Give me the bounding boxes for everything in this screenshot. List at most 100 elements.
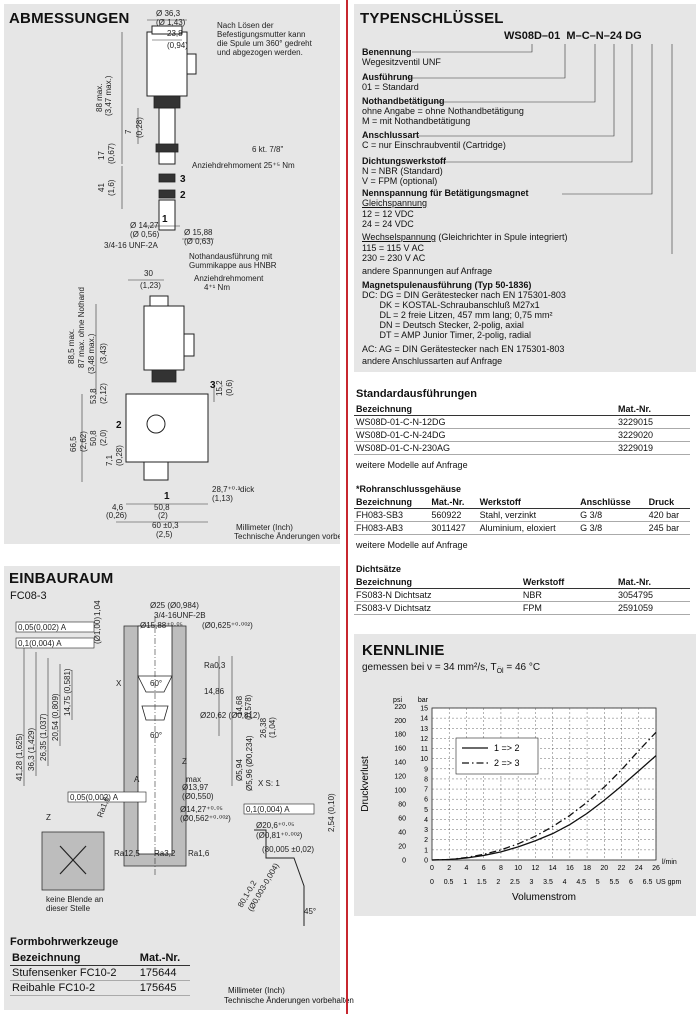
- rohr-note: weitere Modelle auf Anfrage: [356, 540, 468, 550]
- dim-287: 28,7⁺⁰·³: [212, 485, 241, 494]
- dim-a: A: [134, 775, 140, 784]
- z-note-1: keine Blende an: [46, 895, 103, 904]
- x2-tick-label: 3: [530, 879, 534, 886]
- footer-abm-1: Millimeter (Inch): [236, 523, 293, 532]
- formbohr-table: Bezeichnung Mat.-Nr. Stufensenker FC10-2…: [10, 951, 190, 996]
- y2-tick-label: 60: [398, 816, 406, 823]
- rohr-title: *Rohranschlussgehäuse: [356, 484, 462, 494]
- abmessungen-title: ABMESSUNGEN: [9, 10, 130, 27]
- x2-tick-label: 6.5: [643, 879, 653, 886]
- magnet-line3: DL = 2 freie Litzen, 457 mm lang; 0,75 m…: [362, 310, 553, 320]
- port-3-lower: 3: [210, 380, 216, 391]
- magnet-line6: AC: AG = DIN Gerätestecker nach EN 17530…: [362, 344, 565, 354]
- dim-665-in: (2,62): [79, 431, 88, 452]
- tol-3: 0,05(0,002) A: [70, 793, 119, 802]
- x-tick-label: 26: [652, 865, 660, 872]
- dim-v1468: 14,68: [235, 695, 244, 716]
- dim-508b-in: (2): [158, 511, 168, 520]
- ausfuehrung-head: Ausführung: [362, 72, 413, 82]
- dim-88-in: (3,47 max.): [104, 75, 113, 116]
- nothand-line1: ohne Angabe = ohne Nothandbetätigung: [362, 106, 524, 116]
- x2-tick-label: 5: [596, 879, 600, 886]
- torque2-1: Anziehdrehmoment: [194, 274, 264, 283]
- dim-x: X: [116, 679, 122, 688]
- typenschluessel-title: TYPENSCHLÜSSEL: [360, 10, 504, 27]
- x-tick-label: 20: [600, 865, 608, 872]
- port-2-lower: 2: [116, 420, 122, 431]
- x-tick-label: 22: [618, 865, 626, 872]
- dim-d1427: Ø14,27⁺⁰·⁰⁵: [180, 805, 223, 814]
- port2-upper: [158, 189, 176, 199]
- dim-7-in: (0,28): [135, 117, 144, 138]
- type-code-leaders: [406, 44, 673, 254]
- manual-override-cap: [149, 295, 169, 307]
- y2-tick-label: 0: [402, 858, 406, 865]
- y-tick-label: 10: [420, 756, 428, 763]
- x2-tick-label: 0.5: [444, 879, 454, 886]
- cartridge-lower-upper: [158, 199, 176, 231]
- dim-v2635: 26,35 (1,037): [39, 713, 48, 761]
- dim-d0625: (Ø0,625⁺⁰·⁰⁰²): [202, 621, 253, 630]
- hex-label: 6 kt. 7/8": [252, 145, 283, 154]
- dichtung-line2: V = FPM (optional): [362, 176, 438, 186]
- wechsel-line2: 230 = 230 V AC: [362, 253, 426, 263]
- port-1-lower: 1: [164, 491, 170, 502]
- x2-tick-label: 1.5: [477, 879, 487, 886]
- legend-box: [455, 737, 539, 775]
- y-tick-label: 1: [424, 847, 428, 854]
- dim-a60b: 60°: [150, 731, 162, 740]
- magnet-line2: DK = KOSTAL-Schraubanschluß M27x1: [362, 300, 540, 310]
- y-tick-label: 7: [424, 787, 428, 794]
- dim-d2062: Ø20,62 (Ø0,812): [200, 711, 260, 720]
- typenschluessel-panel: TYPENSCHLÜSSEL WS08D–01 M–C–N–24 DG Bene…: [354, 4, 696, 372]
- y-tick-label: 8: [424, 776, 428, 783]
- y2-tick-label: 220: [394, 704, 406, 711]
- magnet-head: Magnetspulenausführung (Typ 50-1836): [362, 280, 532, 290]
- note-spule-2: Befestigungsmutter kann: [217, 30, 306, 39]
- dim-71: 7,1: [105, 454, 114, 466]
- dim-ra125: Ra12,5: [114, 849, 140, 858]
- x-tick-label: 24: [635, 865, 643, 872]
- dichtung-line1: N = NBR (Standard): [362, 166, 443, 176]
- dim-d1a: 1,04: [93, 600, 102, 616]
- standard-col-mat: Mat.-Nr.: [616, 403, 690, 416]
- magnet-line4: DN = Deutsch Stecker, 2-polig, axial: [362, 320, 524, 330]
- y2-tick-label: 160: [394, 746, 406, 753]
- x-tick-label: 10: [514, 865, 522, 872]
- dicht-col-bez: Bezeichnung: [354, 576, 521, 589]
- einbauraum-drawing: 0,05(0,002) A 0,1(0,004) A 0,05(0,002) A…: [15, 600, 336, 926]
- dim-508b: 50,8: [154, 503, 170, 512]
- x-unit: l/min: [662, 859, 677, 866]
- dim-238-in: (0,94): [167, 41, 188, 50]
- rohr-col-werk: Werkstoff: [477, 496, 579, 509]
- formbohr-col-bez: Bezeichnung: [10, 951, 138, 966]
- y2-tick-label: 120: [394, 774, 406, 781]
- port3-upper: [158, 173, 176, 183]
- x-tick-label: 18: [583, 865, 591, 872]
- plot-area: [431, 707, 657, 861]
- dim-d36: Ø 36,3: [156, 9, 181, 18]
- dim-d2005: (80,005 ±0,02): [262, 845, 314, 854]
- kennlinie-subtitle: gemessen bei ν = 34 mm²/s, TÖl = 46 °C: [362, 662, 541, 675]
- type-code: WS08D–01 M–C–N–24 DG: [504, 30, 642, 42]
- y2-tick-label: 20: [398, 844, 406, 851]
- x-tick-label: 0: [430, 865, 434, 872]
- dim-d1486: 14,86: [204, 687, 225, 696]
- dim-7: 7: [124, 129, 133, 134]
- einbauraum-panel: EINBAURAUM FC08-3 0,05(0,002) A 0,1(0,00…: [4, 566, 354, 1010]
- y-tick-label: 2: [424, 837, 428, 844]
- dim-d254: 2,54 (0,10): [327, 793, 336, 832]
- nothand-line2: M = mit Nothandbetätigung: [362, 116, 471, 126]
- dim-z: Z: [182, 757, 187, 766]
- y-axis-label: Druckverlust: [360, 756, 371, 812]
- dim-v1468in: (0,578): [244, 694, 253, 720]
- andere-spannungen: andere Spannungen auf Anfrage: [362, 266, 493, 276]
- magnet-line5: DT = AMP Junior Timer, 2-polig, radial: [362, 330, 532, 340]
- y2-tick-label: 180: [394, 732, 406, 739]
- note-hnbr-2: Gummikappe aus HNBR: [189, 261, 277, 270]
- gleich-line1: 12 = 12 VDC: [362, 209, 414, 219]
